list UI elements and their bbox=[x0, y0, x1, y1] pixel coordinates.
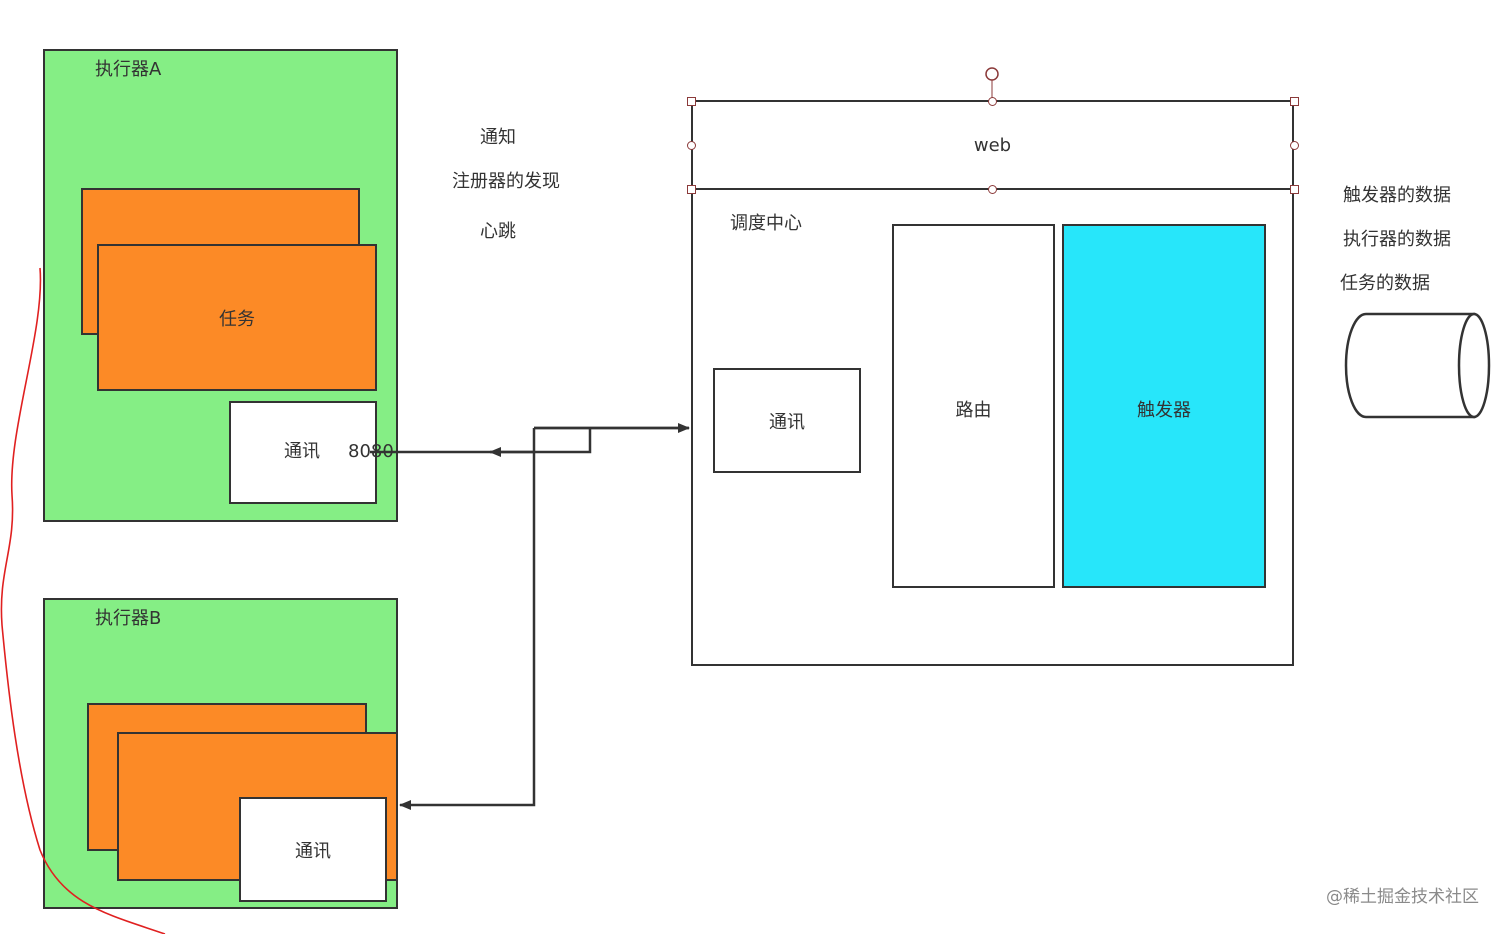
web-resize-handle-bottom-middle[interactable] bbox=[988, 185, 997, 194]
watermark: @稀土掘金技术社区 bbox=[1326, 887, 1479, 907]
web-resize-handle-top-middle[interactable] bbox=[988, 97, 997, 106]
web-resize-handle-top-right[interactable] bbox=[1290, 97, 1299, 106]
web-resize-handle-bottom-right[interactable] bbox=[1290, 185, 1299, 194]
db-label: DB bbox=[1391, 354, 1418, 375]
web-resize-handle-bottom-left[interactable] bbox=[687, 185, 696, 194]
web-resize-handle-top-left[interactable] bbox=[687, 97, 696, 106]
web-label: web bbox=[973, 134, 1012, 156]
executor-a-port-label: 8080 bbox=[348, 441, 394, 462]
executor-a-task: 任务 bbox=[97, 244, 377, 391]
executor-a-title: 执行器A bbox=[95, 59, 162, 80]
router-module: 路由 bbox=[892, 224, 1055, 588]
executor-a-task-label: 任务 bbox=[219, 308, 255, 330]
scheduler-comm: 通讯 bbox=[713, 368, 861, 473]
scheduler-comm-label: 通讯 bbox=[769, 411, 805, 433]
trigger-label: 触发器 bbox=[1137, 400, 1191, 421]
db-note-trigger-data: 触发器的数据 bbox=[1343, 185, 1451, 206]
web-resize-handle-right-middle[interactable] bbox=[1290, 141, 1299, 150]
message-registry-discovery: 注册器的发现 bbox=[452, 171, 560, 192]
db-note-executor-data: 执行器的数据 bbox=[1343, 229, 1451, 250]
connector-to-executor-b bbox=[399, 428, 536, 810]
executor-b-comm: 通讯 bbox=[239, 797, 387, 902]
executor-a-comm bbox=[229, 401, 377, 504]
web-selection-handles bbox=[985, 67, 999, 100]
web-resize-handle-left-middle[interactable] bbox=[687, 141, 696, 150]
message-notify: 通知 bbox=[480, 127, 516, 148]
executor-b-comm-label: 通讯 bbox=[295, 840, 331, 862]
message-heartbeat: 心跳 bbox=[480, 221, 516, 242]
web-layer[interactable]: web bbox=[691, 100, 1294, 190]
db-note-task-data: 任务的数据 bbox=[1340, 273, 1430, 294]
scheduler-title: 调度中心 bbox=[730, 213, 802, 234]
executor-b-title: 执行器B bbox=[95, 608, 162, 629]
db-cylinder-icon bbox=[1344, 312, 1491, 419]
connector-a-to-scheduler bbox=[370, 426, 689, 454]
executor-a-comm-label: 通讯 bbox=[284, 441, 320, 462]
trigger-module: 触发器 bbox=[1062, 224, 1266, 588]
router-label: 路由 bbox=[955, 400, 992, 421]
